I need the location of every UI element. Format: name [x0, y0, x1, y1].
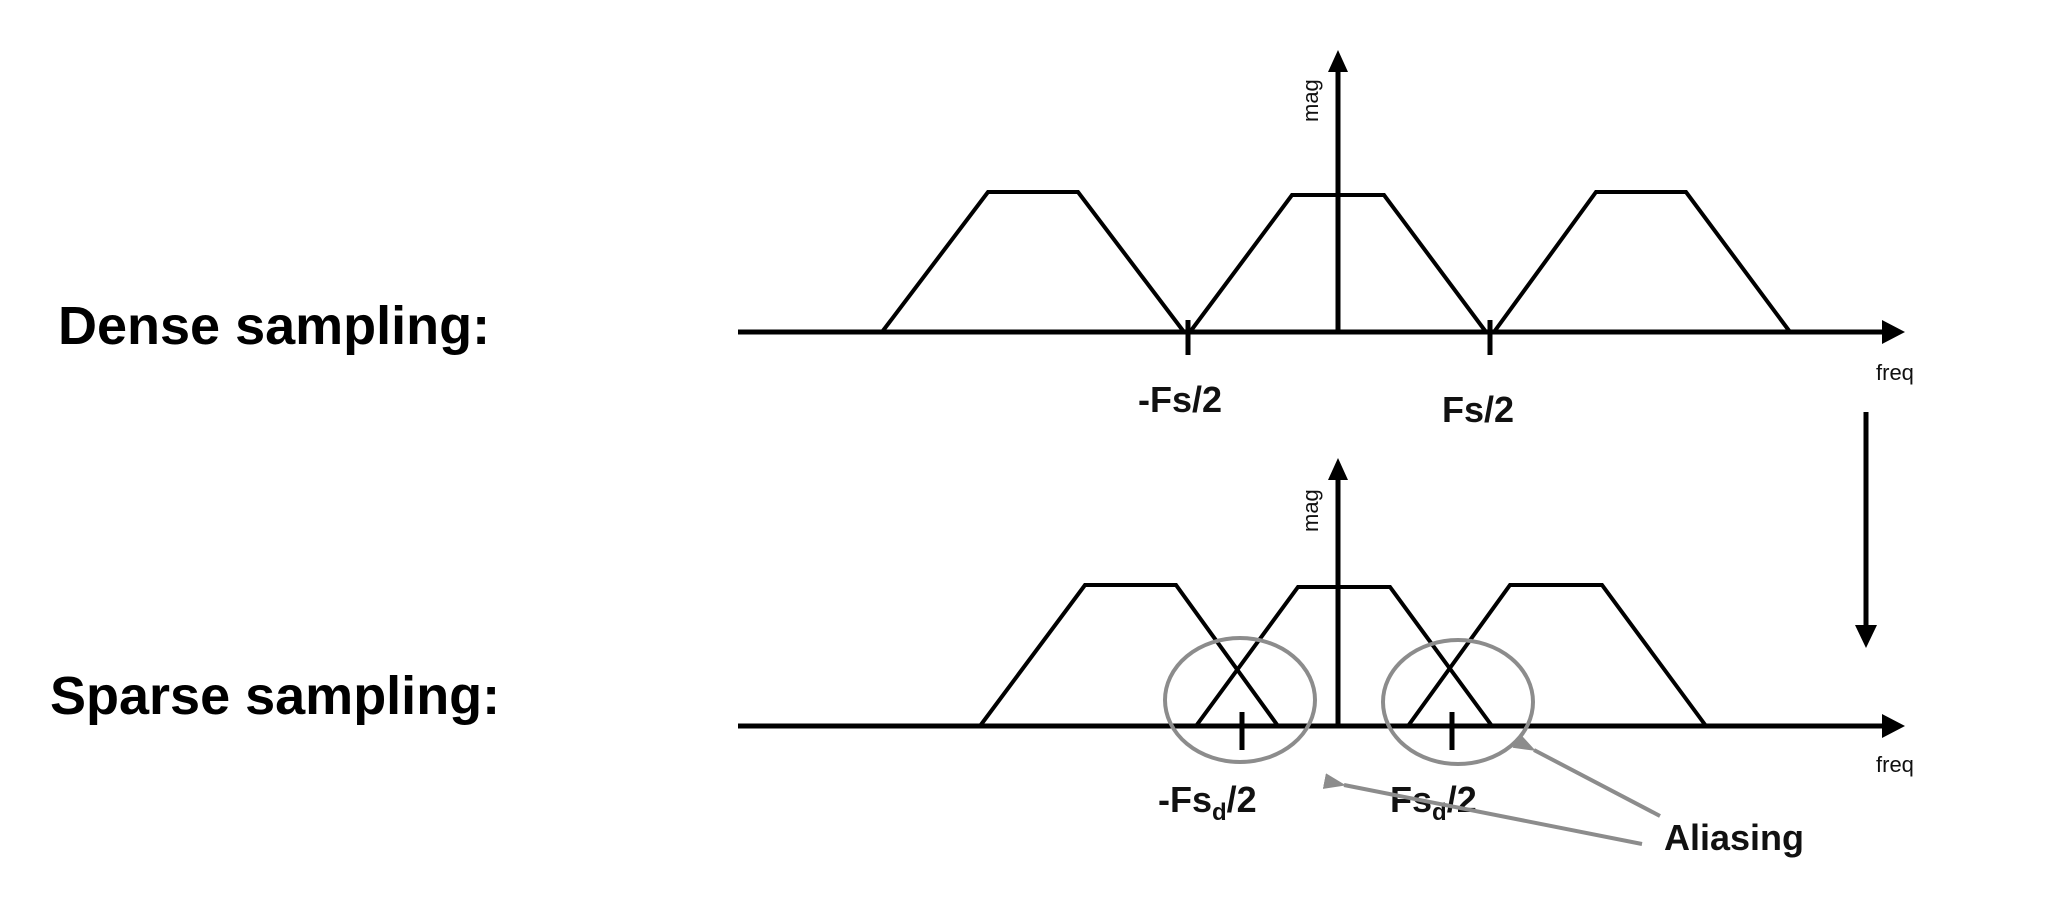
sparse-spectrum-replica-left — [978, 583, 1280, 728]
dense-sampling-label: Dense sampling: — [58, 296, 491, 356]
sparse-mag-arrowhead — [1328, 458, 1348, 480]
dense-spectrum-panel: mag freq -Fs/2 Fs/2 — [738, 50, 1914, 430]
dense-freq-label: freq — [1876, 360, 1914, 385]
sparse-neg-fs-suffix: /2 — [1227, 779, 1257, 820]
sparse-freq-label: freq — [1876, 752, 1914, 777]
aliasing-circle-right — [1381, 638, 1535, 766]
sparse-pos-fs-suffix: /2 — [1447, 779, 1477, 820]
dense-pos-fs-label: Fs/2 — [1442, 389, 1514, 430]
aliasing-arrow-to-left-circle — [1322, 773, 1643, 846]
sparse-neg-fs-subscript: d — [1212, 799, 1227, 826]
dense-freq-arrowhead — [1882, 320, 1905, 344]
sparse-neg-fs-label: -Fsd/2 — [1158, 779, 1257, 826]
sparse-spectrum-replica-right — [1406, 583, 1708, 728]
dense-spectrum-replica-left — [880, 190, 1186, 334]
aliasing-label: Aliasing — [1664, 817, 1804, 858]
dense-mag-label: mag — [1298, 79, 1323, 122]
dense-spectrum-replica-right — [1492, 190, 1792, 334]
aliasing-arrow-to-right-circle — [1512, 733, 1661, 818]
sparse-freq-arrowhead — [1882, 714, 1905, 738]
dense-mag-arrowhead — [1328, 50, 1348, 72]
aliasing-circle-left — [1163, 636, 1317, 764]
sparse-spectrum-baseband — [1194, 585, 1494, 728]
dense-neg-fs-label: -Fs/2 — [1138, 379, 1222, 420]
sparse-sampling-label: Sparse sampling: — [50, 666, 501, 726]
transition-arrowhead — [1855, 625, 1877, 648]
sparse-spectrum-panel: mag freq -Fsd/2 Fsd/2 Aliasing — [738, 458, 1914, 858]
dense-spectrum-baseband — [1188, 193, 1488, 334]
sparse-neg-fs-prefix: -Fs — [1158, 779, 1212, 820]
sparse-mag-label: mag — [1298, 489, 1323, 532]
